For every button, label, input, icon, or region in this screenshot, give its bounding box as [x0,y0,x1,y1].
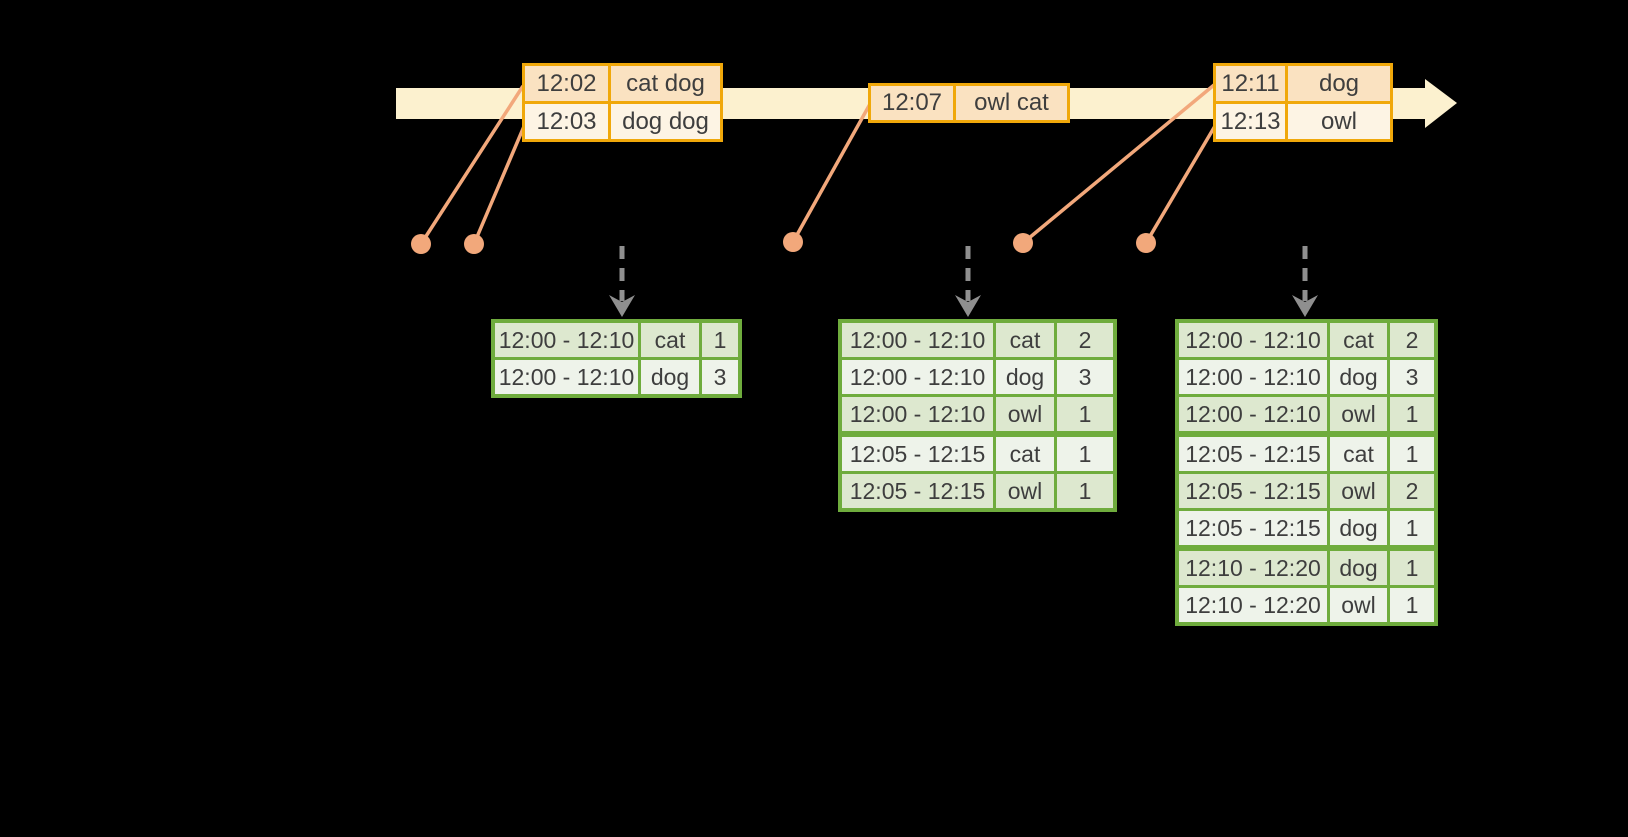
count-cell: 3 [702,360,738,394]
count-cell: 1 [702,323,738,357]
window-cell: 12:00 - 12:10 [842,323,993,357]
event-time: 12:03 [525,104,608,139]
word-cell: owl [1330,588,1387,622]
window-cell: 12:05 - 12:15 [1179,474,1327,508]
table-row: 12:10 - 12:20 owl 1 [1179,588,1434,622]
table-row: 12:00 - 12:10 cat 2 [842,323,1113,357]
window-cell: 12:05 - 12:15 [1179,437,1327,471]
event-table-2: 12:07 owl cat [868,83,1070,123]
count-cell: 1 [1390,437,1434,471]
word-cell: owl [1330,397,1387,431]
count-cell: 3 [1057,360,1113,394]
count-cell: 1 [1390,511,1434,545]
result-table-2: 12:00 - 12:10 cat 2 12:00 - 12:10 dog 3 … [838,319,1117,512]
table-row: 12:05 - 12:15 owl 1 [842,474,1113,508]
count-cell: 3 [1390,360,1434,394]
word-cell: owl [996,474,1054,508]
event-connector-line [419,85,525,245]
table-row: 12:05 - 12:15 owl 2 [1179,474,1434,508]
word-cell: owl [1330,474,1387,508]
event-connector-line [791,103,872,243]
event-words: cat dog [611,66,720,101]
event-words: owl cat [956,86,1067,120]
event-dot [1013,233,1033,253]
count-cell: 1 [1390,588,1434,622]
table-row: 12:00 - 12:10 dog 3 [842,360,1113,394]
event-dot [1136,233,1156,253]
table-row: 12:10 - 12:20 dog 1 [1179,551,1434,585]
event-dot [411,234,431,254]
word-cell: owl [996,397,1054,431]
event-words: dog dog [611,104,720,139]
window-cell: 12:05 - 12:15 [842,474,993,508]
word-cell: dog [996,360,1054,394]
event-connector-line [472,123,527,245]
event-dot [783,232,803,252]
window-cell: 12:00 - 12:10 [842,360,993,394]
event-time: 12:07 [871,86,953,120]
event-connector-lines [419,83,1217,245]
word-cell: dog [1330,551,1387,585]
event-table-3: 12:11 dog 12:13 owl [1213,63,1393,142]
trigger-arrows [609,246,1318,317]
count-cell: 1 [1057,474,1113,508]
count-cell: 2 [1390,474,1434,508]
table-row: 12:00 - 12:10 owl 1 [1179,397,1434,431]
window-cell: 12:10 - 12:20 [1179,588,1327,622]
word-cell: cat [996,437,1054,471]
timeline-arrowhead-icon [1425,79,1457,128]
result-table-3: 12:00 - 12:10 cat 2 12:00 - 12:10 dog 3 … [1175,319,1438,626]
word-cell: dog [1330,511,1387,545]
word-cell: dog [641,360,699,394]
window-cell: 12:05 - 12:15 [1179,511,1327,545]
event-connector-line [1144,125,1217,244]
event-time: 12:13 [1216,104,1285,139]
table-row: 12:00 - 12:10 dog 3 [495,360,738,394]
trigger-arrowhead-icon [609,295,635,317]
window-cell: 12:00 - 12:10 [842,397,993,431]
table-row: 12:00 - 12:10 owl 1 [842,397,1113,431]
window-cell: 12:00 - 12:10 [1179,323,1327,357]
event-table-1: 12:02 cat dog 12:03 dog dog [522,63,723,142]
table-row: 12:05 - 12:15 cat 1 [842,437,1113,471]
event-dot [464,234,484,254]
table-row: 12:00 - 12:10 dog 3 [1179,360,1434,394]
table-row: 12:05 - 12:15 dog 1 [1179,511,1434,545]
event-connector-line [1021,83,1216,245]
count-cell: 2 [1390,323,1434,357]
window-cell: 12:05 - 12:15 [842,437,993,471]
window-cell: 12:10 - 12:20 [1179,551,1327,585]
count-cell: 1 [1390,397,1434,431]
word-cell: dog [1330,360,1387,394]
window-cell: 12:00 - 12:10 [495,323,638,357]
table-row: 12:05 - 12:15 cat 1 [1179,437,1434,471]
table-row: 12:00 - 12:10 cat 1 [495,323,738,357]
word-cell: cat [996,323,1054,357]
event-words: dog [1288,66,1390,101]
window-cell: 12:00 - 12:10 [1179,397,1327,431]
word-cell: cat [1330,437,1387,471]
event-time: 12:02 [525,66,608,101]
event-words: owl [1288,104,1390,139]
count-cell: 1 [1057,397,1113,431]
trigger-arrowhead-icon [955,295,981,317]
count-cell: 1 [1057,437,1113,471]
event-time: 12:11 [1216,66,1285,101]
count-cell: 2 [1057,323,1113,357]
window-cell: 12:00 - 12:10 [1179,360,1327,394]
table-row: 12:00 - 12:10 cat 2 [1179,323,1434,357]
word-cell: cat [641,323,699,357]
word-cell: cat [1330,323,1387,357]
result-table-1: 12:00 - 12:10 cat 1 12:00 - 12:10 dog 3 [491,319,742,398]
trigger-arrowhead-icon [1292,295,1318,317]
event-dots [411,232,1156,254]
count-cell: 1 [1390,551,1434,585]
window-cell: 12:00 - 12:10 [495,360,638,394]
